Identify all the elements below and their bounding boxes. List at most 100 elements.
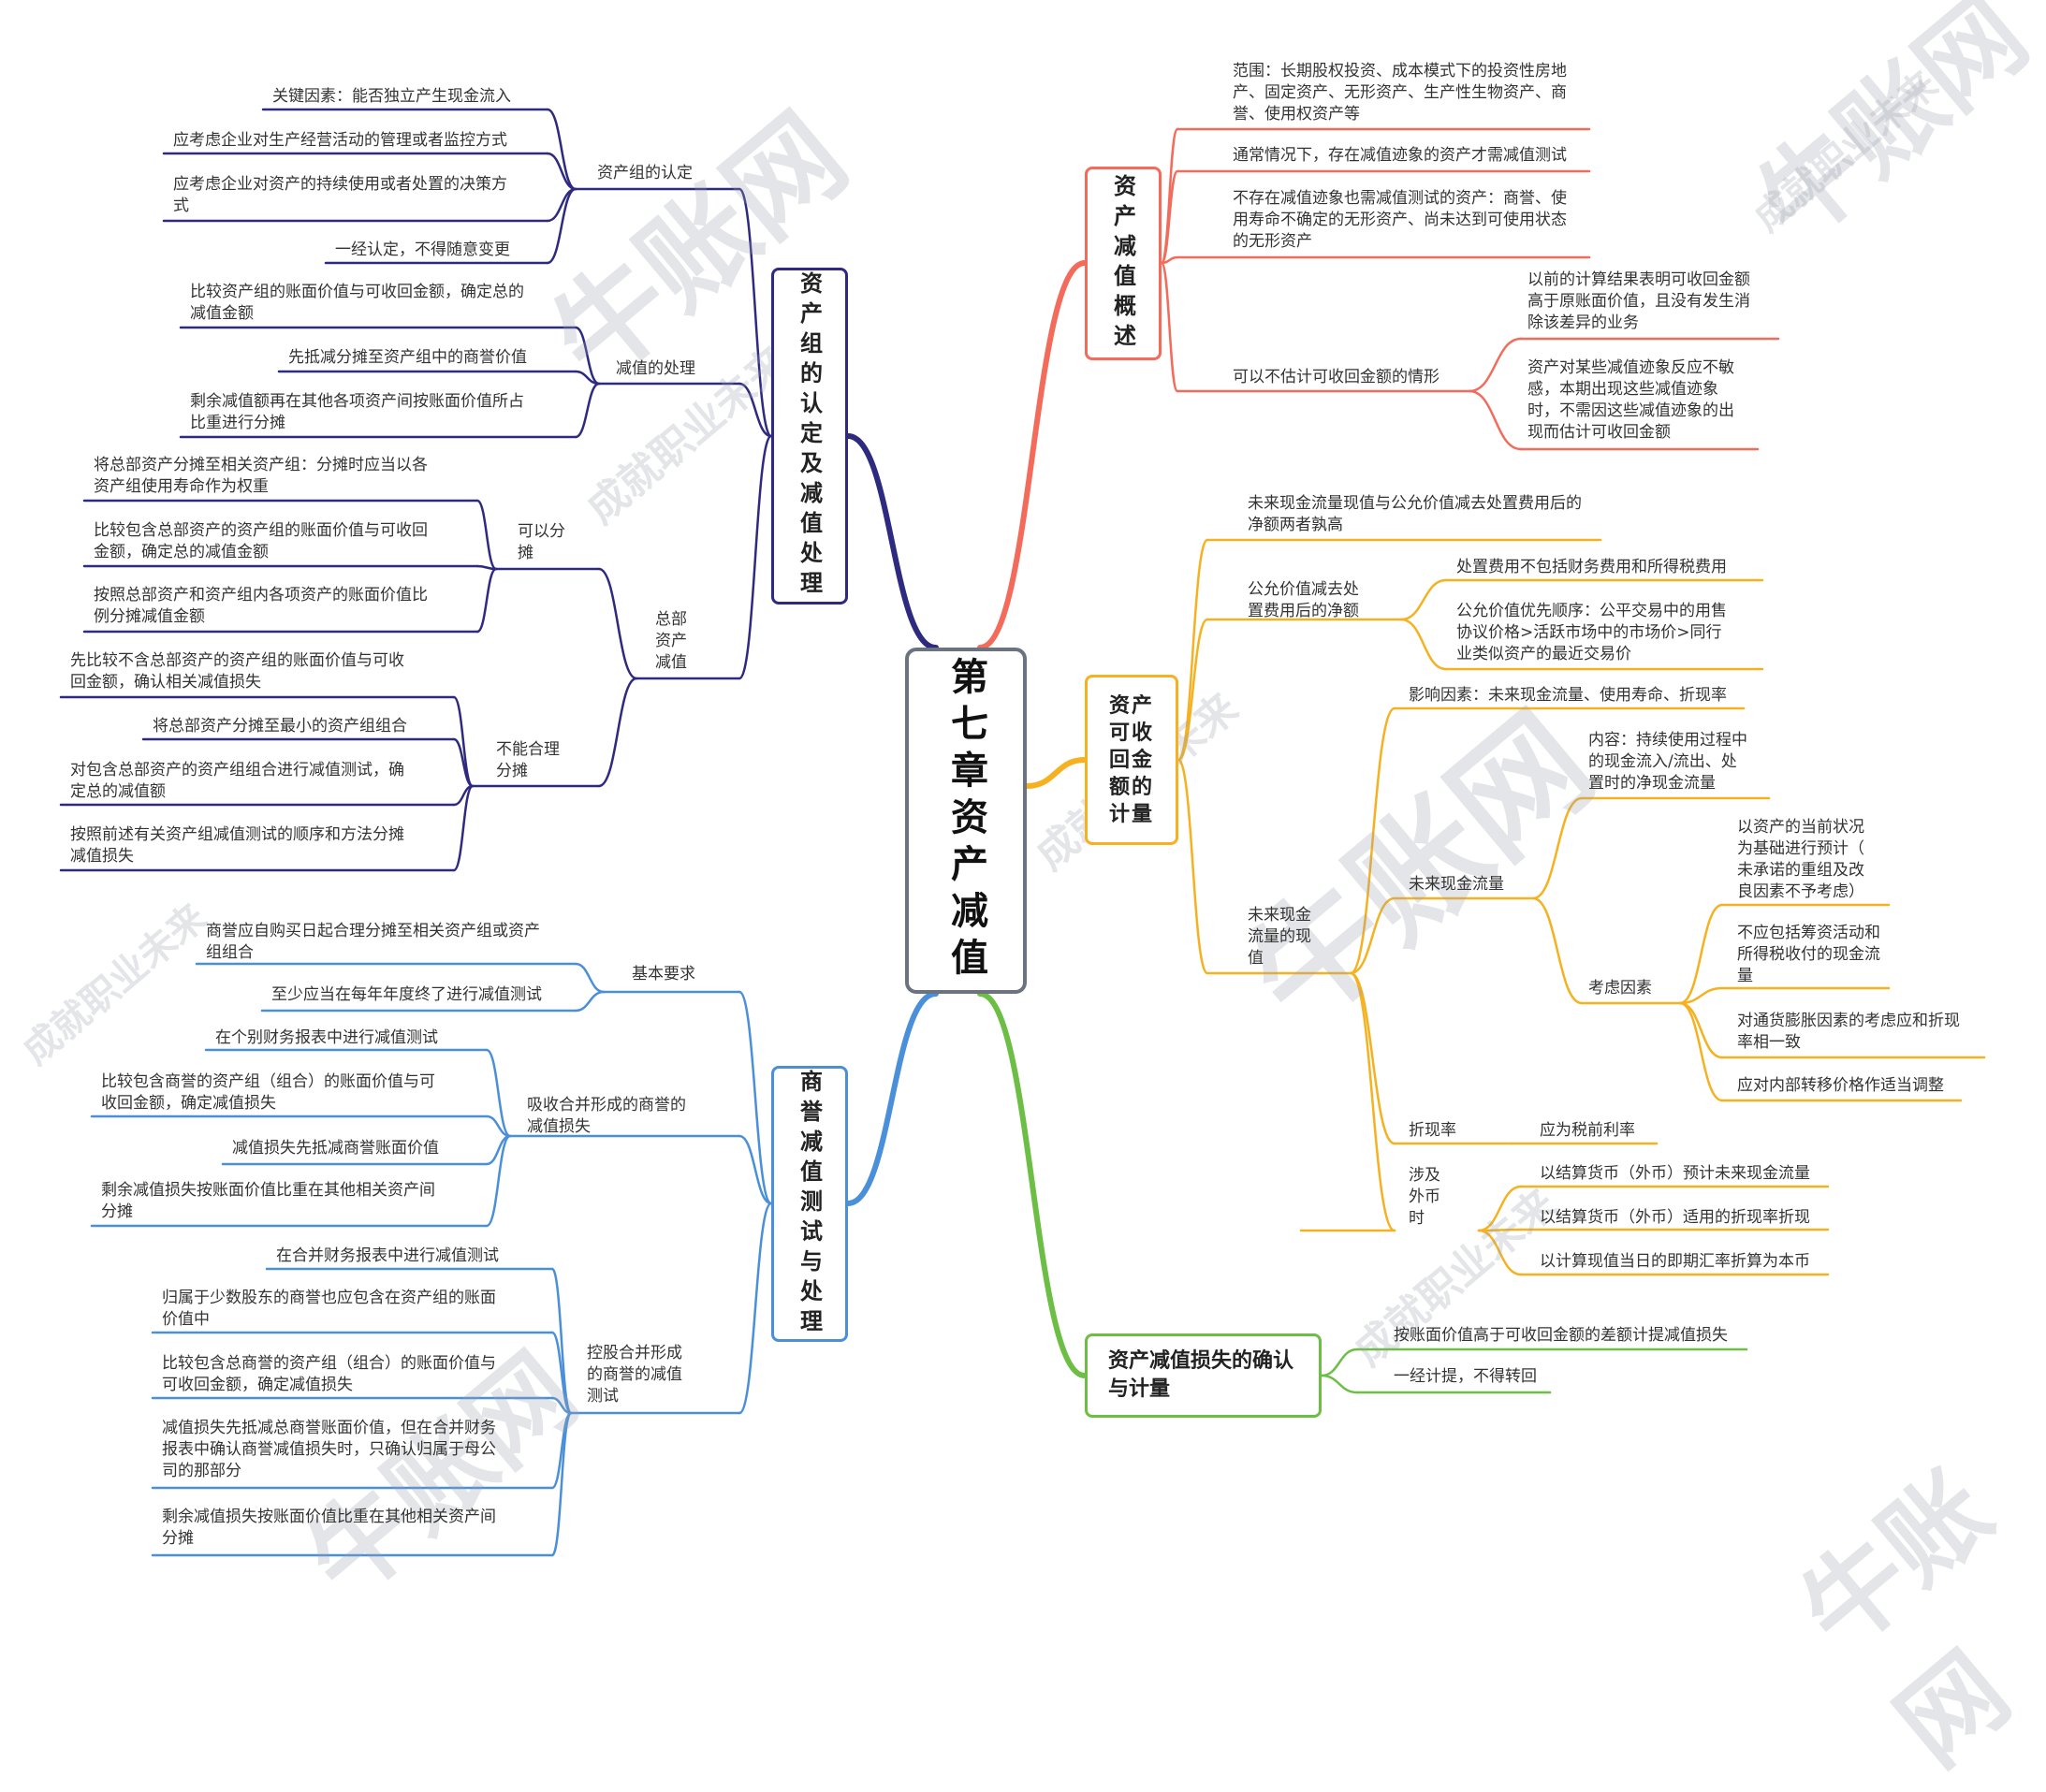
node-impact-factors: 影响因素：未来现金流量、使用寿命、折现率 (1409, 686, 1727, 705)
connector-line (977, 260, 1088, 650)
connector-line (1399, 578, 1448, 621)
node-cannot-smallest: 将总部资产分摊至最小的资产组组合 (153, 717, 407, 736)
node-can-proportion: 按照总部资产和资产组内各项资产的账面价值比 例分摊减值金额 (94, 586, 428, 626)
branch-asset-group-label: 资产组的认定及减值处理 (796, 271, 823, 601)
branch-goodwill-label: 商誉减值测试与处理 (796, 1069, 823, 1339)
branch-recoverable-amount[interactable]: 资产可收回金额的计量 (1085, 675, 1178, 845)
connector-line (550, 1411, 573, 1557)
connector-line (738, 434, 773, 680)
node-control-minority: 归属于少数股东的商誉也应包含在资产组的账面 价值中 (162, 1289, 496, 1329)
node-consider-factors: 考虑因素 (1588, 979, 1652, 998)
connector-line (574, 990, 606, 1013)
node-present-value: 未来现金 流量的现 值 (1248, 906, 1311, 968)
connector-line (1678, 903, 1724, 1005)
connector-line (1160, 169, 1179, 265)
connector-line (475, 567, 498, 634)
node-handle-remaining: 剩余减值额再在其他各项资产间按账面价值所占 比重进行分摊 (190, 392, 524, 432)
node-absorb-compare: 比较包含商誉的资产组（组合）的账面价值与可 收回金额，确定减值损失 (101, 1072, 435, 1113)
branch-overview-label: 资产减值概述 (1109, 173, 1136, 354)
node-normal-test: 通常情况下，存在减值迹象的资产才需减值测试 (1233, 146, 1567, 165)
node-pretax-rate: 应为税前利率 (1540, 1121, 1635, 1140)
connector-line (1349, 707, 1396, 975)
node-control-offset: 减值损失先抵减总商誉账面价值，但在合并财务 报表中确认商誉减值损失时，只确认归属… (162, 1419, 496, 1480)
node-no-estimate: 可以不估计可收回金额的情形 (1233, 368, 1440, 386)
node-current-state: 以资产的当前状况 为基础进行预计（ 未承诺的重组及改 良因素不予考虑） (1737, 818, 1864, 901)
connector-line (1349, 971, 1396, 1232)
node-cannot-first: 先比较不含总部资产的资产组的账面价值与可收 回金额，确认相关减值损失 (70, 651, 404, 692)
node-no-sign-test: 不存在减值迹象也需减值测试的资产：商誉、使 用寿命不确定的无形资产、尚未达到可使… (1233, 189, 1567, 251)
node-impairment-handling: 减值的处理 (616, 359, 695, 378)
node-future-cash-flow: 未来现金流量 (1409, 875, 1504, 894)
node-basic-requirements: 基本要求 (632, 965, 695, 983)
central-topic[interactable]: 第七章资产减值 (905, 648, 1027, 994)
connector-line (738, 1202, 773, 1415)
connector-line (1477, 1228, 1523, 1232)
node-no-reversal: 一经计提，不得转回 (1394, 1367, 1537, 1386)
connector-line (475, 499, 498, 571)
node-prev-result: 以前的计算结果表明可收回金额 高于原账面价值，且没有发生消 除该差异的业务 (1527, 270, 1750, 332)
node-control-remaining: 剩余减值损失按账面价值比重在其他相关资产间 分摊 (162, 1508, 496, 1548)
node-cannot-test: 对包含总部资产的资产组组合进行减值测试，确 定总的减值额 (70, 761, 404, 801)
node-controlling-merger: 控股合并形成 的商誉的减值 测试 (587, 1344, 682, 1406)
connector-line (597, 567, 638, 680)
connector-line (1349, 896, 1396, 975)
connector-line (738, 1134, 773, 1205)
node-fx-spot-rate: 以计算现值当日的即期汇率折算为本币 (1540, 1252, 1810, 1271)
connector-line (1531, 796, 1584, 900)
connector-line (1320, 1374, 1359, 1394)
node-can-compare: 比较包含总部资产的资产组的账面价值与可收回 金额，确定总的减值金额 (94, 521, 428, 561)
mindmap-connectors (59, 108, 1986, 1557)
node-can-weight: 将总部资产分摊至相关资产组：分摊时应当以各 资产组使用寿命作为权重 (94, 456, 428, 496)
connector-line (1468, 389, 1523, 451)
node-management-way: 应考虑企业对生产经营活动的管理或者监控方式 (173, 131, 507, 150)
connector-line (1320, 1348, 1359, 1377)
node-decision-way: 应考虑企业对资产的持续使用或者处置的决策方 式 (173, 175, 507, 215)
branch-overview[interactable]: 资产减值概述 (1085, 167, 1162, 360)
connector-line (1477, 1185, 1523, 1232)
node-control-consolidated: 在合并财务报表中进行减值测试 (276, 1246, 499, 1265)
connector-line (977, 991, 1088, 1378)
node-insensitive: 资产对某些减值迹象反应不敏 感，本期出现这些减值迹象 时，不需因这些减值迹象的出… (1527, 358, 1734, 442)
connector-line (597, 677, 638, 788)
central-topic-label: 第七章资产减值 (944, 657, 987, 984)
node-fair-value-order: 公允价值优先顺序：公平交易中的用售 协议价格>活跃市场中的市场价>同行 业类似资… (1456, 602, 1727, 663)
branch-loss-recognition[interactable]: 资产减值损失的确认与计量 (1085, 1333, 1322, 1418)
connector-line (485, 1048, 512, 1138)
node-discount-rate: 折现率 (1409, 1121, 1456, 1140)
connector-line (550, 1267, 573, 1415)
node-no-financing: 不应包括筹资活动和 所得税收付的现金流 量 (1737, 924, 1880, 985)
node-handle-goodwill-first: 先抵减分摊至资产组中的商誉价值 (288, 348, 527, 367)
connector-line (550, 1396, 573, 1415)
connector-line (1160, 255, 1179, 265)
branch-asset-group[interactable]: 资产组的认定及减值处理 (771, 268, 848, 605)
node-control-compare: 比较包含总商誉的资产组（组合）的账面价值与 可收回金额，确定减值损失 (162, 1354, 496, 1394)
connector-line (1399, 618, 1448, 671)
connector-line (1160, 127, 1179, 265)
connector-line (738, 990, 773, 1205)
node-cannot-order: 按照前述有关资产组减值测试的顺序和方法分摊 减值损失 (70, 825, 404, 866)
branch-goodwill[interactable]: 商誉减值测试与处理 (771, 1066, 848, 1342)
connector-line (546, 187, 577, 223)
node-key-factor: 关键因素：能否独立产生现金流入 (272, 87, 511, 106)
connector-line (845, 433, 939, 650)
node-fair-value-net: 公允价值减去处 置费用后的净额 (1248, 580, 1359, 620)
connector-line (738, 187, 773, 438)
branch-recoverable-label: 资产可收回金额的计量 (1108, 693, 1154, 826)
node-basic-allocate: 商誉应自购买日起合理分摊至相关资产组或资产 组组合 (206, 922, 540, 962)
connector-line (1468, 337, 1523, 393)
connector-line (452, 784, 475, 872)
connector-line (546, 187, 577, 265)
connector-line (1678, 986, 1724, 1005)
connector-line (1176, 538, 1209, 762)
node-cash-flow-content: 内容：持续使用过程中 的现金流入/流出、处 置时的净现金流量 (1588, 731, 1747, 793)
connector-line (574, 382, 601, 439)
connector-line (1176, 618, 1209, 762)
node-higher-of-two: 未来现金流量现值与公允价值减去处置费用后的 净额两者孰高 (1248, 494, 1582, 534)
node-cannot-allocate: 不能合理 分摊 (496, 740, 560, 780)
node-transfer-price: 应对内部转移价格作适当调整 (1737, 1076, 1944, 1095)
connector-line (452, 737, 475, 788)
node-disposal-cost: 处置费用不包括财务费用和所得税费用 (1456, 558, 1727, 576)
node-absorb-individual: 在个别财务报表中进行减值测试 (215, 1028, 438, 1047)
node-once-recognized: 一经认定，不得随意变更 (335, 240, 510, 259)
connector-line (1024, 757, 1088, 789)
